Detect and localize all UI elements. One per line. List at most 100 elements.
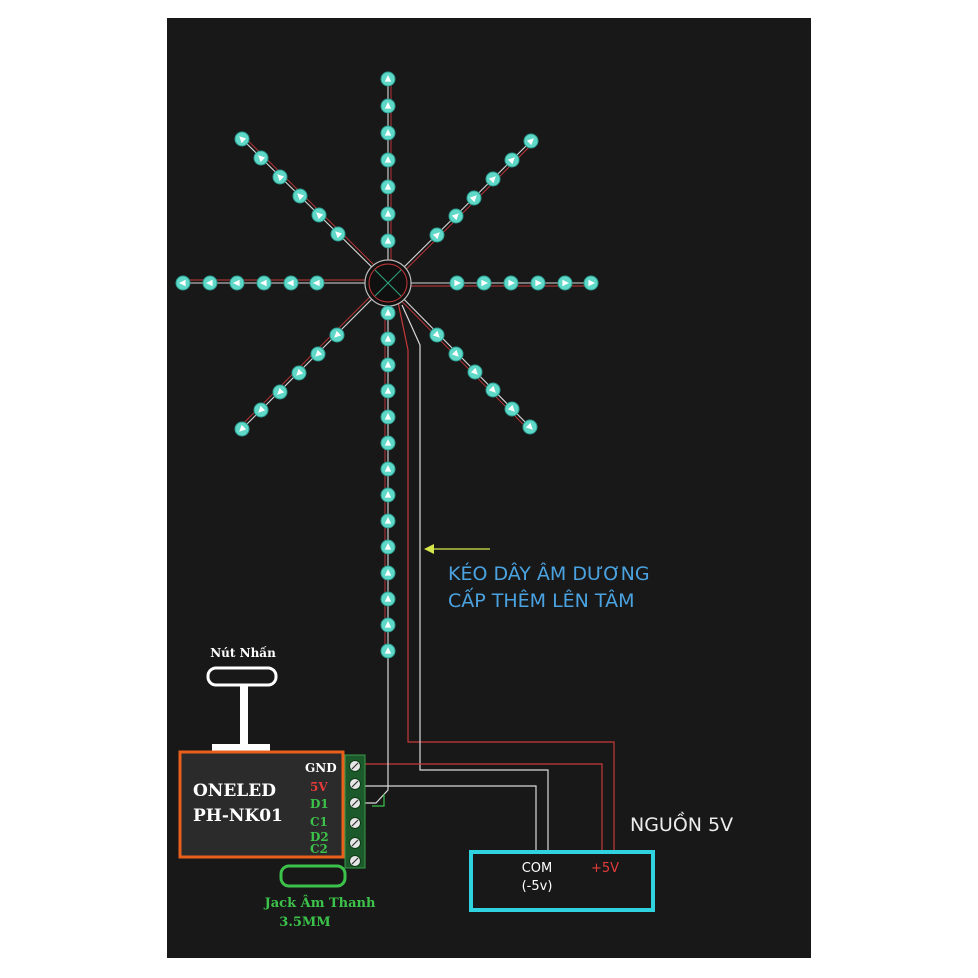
led-direction-arrow-icon bbox=[384, 621, 392, 628]
terminal-screw-slot bbox=[351, 799, 359, 807]
led-direction-arrow-icon bbox=[287, 279, 294, 287]
led bbox=[476, 275, 492, 291]
led-direction-arrow-icon bbox=[384, 156, 392, 163]
terminal-screw-slot bbox=[351, 819, 359, 827]
led bbox=[253, 150, 269, 166]
led-direction-arrow-icon bbox=[507, 157, 515, 165]
led-direction-arrow-icon bbox=[384, 491, 392, 498]
led bbox=[448, 346, 464, 362]
led-direction-arrow-icon bbox=[258, 155, 266, 163]
led-direction-arrow-icon bbox=[384, 309, 392, 316]
led bbox=[234, 421, 250, 437]
led-direction-arrow-icon bbox=[277, 387, 285, 395]
led bbox=[504, 401, 520, 417]
led bbox=[380, 71, 396, 87]
push-button-label: Nút Nhấn bbox=[210, 645, 276, 660]
led bbox=[503, 275, 519, 291]
led bbox=[380, 565, 396, 581]
push-button: Nút Nhấn bbox=[206, 645, 278, 752]
led bbox=[380, 98, 396, 114]
pin-label-c1: C1 bbox=[310, 815, 328, 829]
led bbox=[380, 152, 396, 168]
power-supply-title: NGUỒN 5V bbox=[630, 810, 733, 836]
led bbox=[380, 206, 396, 222]
audio-jack: Jack Âm Thanh 3.5MM bbox=[264, 864, 376, 930]
terminal-screw bbox=[349, 817, 361, 829]
led-direction-arrow-icon bbox=[384, 413, 392, 420]
led bbox=[272, 384, 288, 400]
led-direction-arrow-icon bbox=[432, 232, 440, 240]
annotation-line-2: CẤP THÊM LÊN TÂM bbox=[448, 587, 634, 612]
led bbox=[380, 643, 396, 659]
pin-label-gnd: GND bbox=[305, 761, 337, 775]
led-direction-arrow-icon bbox=[315, 349, 323, 357]
led bbox=[467, 364, 483, 380]
push-button-stem bbox=[240, 686, 248, 744]
controller-name-line-1: ONELED bbox=[193, 781, 276, 801]
led-direction-arrow-icon bbox=[384, 361, 392, 368]
led-direction-arrow-icon bbox=[384, 543, 392, 550]
led-direction-arrow-icon bbox=[239, 136, 247, 144]
audio-jack-label-line-2: 3.5MM bbox=[279, 915, 330, 930]
annotation-arrowhead-icon bbox=[424, 544, 434, 554]
led bbox=[380, 125, 396, 141]
annotation: KÉO DÂY ÂM DƯƠNG CẤP THÊM LÊN TÂM bbox=[424, 544, 650, 612]
led bbox=[523, 133, 539, 149]
power-supply-box bbox=[469, 850, 655, 912]
led bbox=[449, 275, 465, 291]
led-direction-arrow-icon bbox=[277, 174, 285, 182]
led-direction-arrow-icon bbox=[384, 210, 392, 217]
led-direction-arrow-icon bbox=[384, 465, 392, 472]
led bbox=[329, 327, 345, 343]
led bbox=[380, 179, 396, 195]
led-direction-arrow-icon bbox=[432, 330, 440, 338]
led bbox=[229, 275, 245, 291]
red-wire-center-to-plus5v bbox=[397, 301, 615, 850]
led bbox=[380, 409, 396, 425]
audio-jack-label-line-1: Jack Âm Thanh bbox=[264, 895, 376, 911]
terminal-screw-slot bbox=[351, 839, 359, 847]
led-direction-arrow-icon bbox=[451, 213, 459, 221]
led-direction-arrow-icon bbox=[296, 368, 304, 376]
led-direction-arrow-icon bbox=[384, 237, 392, 244]
led bbox=[380, 383, 396, 399]
led bbox=[530, 275, 546, 291]
led bbox=[234, 131, 250, 147]
led-direction-arrow-icon bbox=[313, 279, 320, 287]
led bbox=[380, 461, 396, 477]
led bbox=[256, 275, 272, 291]
power-plus-label: +5V bbox=[591, 861, 619, 876]
led bbox=[504, 152, 520, 168]
led-direction-arrow-icon bbox=[481, 279, 488, 287]
power-com-label: COM bbox=[522, 861, 553, 876]
led bbox=[429, 327, 445, 343]
terminal-screw bbox=[349, 837, 361, 849]
led bbox=[380, 617, 396, 633]
led-direction-arrow-icon bbox=[335, 231, 343, 239]
led-direction-arrow-icon bbox=[488, 176, 496, 184]
led bbox=[330, 226, 346, 242]
led-direction-arrow-icon bbox=[316, 212, 324, 220]
data-wire-d1-to-strip bbox=[365, 651, 389, 804]
center-hub bbox=[364, 259, 412, 307]
led bbox=[310, 346, 326, 362]
pin-label-d2: D2 bbox=[310, 830, 329, 844]
led-direction-arrow-icon bbox=[454, 279, 461, 287]
power-supply: NGUỒN 5V COM (-5v) +5V bbox=[469, 810, 733, 912]
led bbox=[466, 190, 482, 206]
led-direction-arrow-icon bbox=[179, 279, 186, 287]
led bbox=[202, 275, 218, 291]
led bbox=[380, 305, 396, 321]
terminal-screw bbox=[349, 778, 361, 790]
led bbox=[485, 382, 501, 398]
led bbox=[583, 275, 599, 291]
controller-name-line-2: PH-NK01 bbox=[193, 806, 283, 826]
led-direction-arrow-icon bbox=[384, 335, 392, 342]
feed-wires bbox=[365, 301, 615, 850]
led-direction-arrow-icon bbox=[384, 595, 392, 602]
led bbox=[522, 419, 538, 435]
led-direction-arrow-icon bbox=[562, 279, 569, 287]
led-direction-arrow-icon bbox=[384, 647, 392, 654]
pin-label-c2: C2 bbox=[310, 842, 328, 856]
